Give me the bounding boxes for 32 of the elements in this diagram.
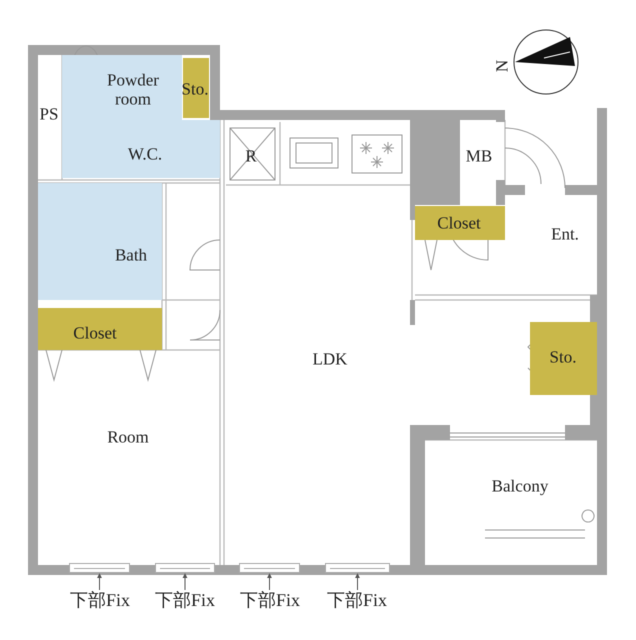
room-label: 下部Fix: [70, 591, 130, 611]
room-label: 下部Fix: [240, 591, 300, 611]
room-label: LDK: [312, 350, 348, 370]
room-label: 下部Fix: [155, 591, 215, 611]
room-label: Room: [107, 428, 149, 448]
room-area: [38, 183, 162, 300]
storage-area: [38, 308, 162, 350]
window-symbol: [239, 563, 300, 573]
leader-line: [267, 573, 272, 590]
room-area: [62, 55, 182, 120]
window-symbol: [155, 563, 215, 573]
room-label: Powder room: [106, 71, 160, 109]
room-label: 下部Fix: [327, 591, 387, 611]
room-label: Sto.: [550, 348, 576, 368]
room-label: MB: [466, 148, 492, 166]
window-symbol: [69, 563, 130, 573]
north-label: N: [494, 60, 512, 72]
storage-area: [415, 206, 505, 240]
storage-area: [530, 322, 597, 395]
room-label: Bath: [114, 246, 148, 266]
room-label: W.C.: [128, 146, 162, 164]
leader-line: [182, 573, 188, 590]
room-label: Balcony: [492, 478, 548, 496]
room-label: R: [245, 148, 257, 166]
room-label: Closet: [437, 214, 481, 234]
leader-line: [97, 573, 102, 590]
room-label: Closet: [73, 324, 117, 344]
leader-line: [355, 573, 360, 590]
room-area: [62, 120, 220, 178]
room-label: PS: [40, 106, 58, 124]
room-label: Ent.: [551, 226, 579, 244]
window-symbol: [325, 563, 390, 573]
